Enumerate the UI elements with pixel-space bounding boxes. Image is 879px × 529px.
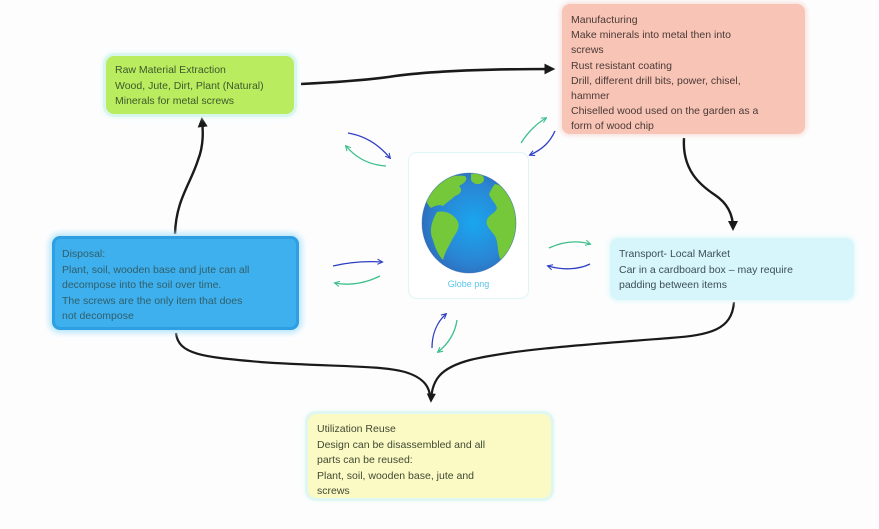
node-text: Plant, soil, wooden base and jute can al…: [62, 263, 250, 276]
cycle-arrows-bottom: [431, 314, 458, 352]
arrow-disposal-to-utilization: [174, 332, 432, 399]
node-text: Chiselled wood used on the garden as a: [571, 105, 759, 118]
node-title: Transport- Local Market: [619, 248, 731, 260]
arrow-disposal-to-raw: [173, 116, 208, 235]
cycle-arrows-top-right: [520, 118, 556, 155]
node-title: Raw Material Extraction: [115, 64, 226, 76]
node-disposal: Disposal: Plant, soil, wooden base and j…: [52, 236, 299, 330]
node-text: Make minerals into metal then into: [571, 29, 731, 42]
node-text: padding between items: [619, 279, 727, 291]
node-text: Minerals for metal screws: [115, 95, 235, 107]
cycle-arrows-left: [332, 262, 382, 285]
node-title: Manufacturing: [571, 14, 638, 26]
node-utilization-reuse: Utilization Reuse Design can be disassem…: [308, 414, 551, 498]
node-text: parts can be reused:: [317, 454, 413, 466]
cycle-arrows-right: [548, 242, 590, 269]
node-text: not decompose: [62, 310, 134, 322]
node-manufacturing: Manufacturing Make minerals into metal t…: [562, 4, 805, 134]
node-text: decompose into the soil over time.: [62, 279, 222, 291]
node-title: Utilization Reuse: [317, 423, 396, 435]
arrow-transport-to-utilization: [426, 301, 736, 403]
center-image-card: Globe png: [408, 152, 529, 299]
node-transport: Transport- Local Market Car in a cardboa…: [610, 238, 854, 300]
globe-caption: Globe png: [447, 279, 490, 289]
arrow-raw-to-manufacturing: [300, 63, 556, 86]
cycle-arrows-top-left: [346, 132, 390, 167]
node-text: Car in a cardboard box – may require: [619, 263, 793, 276]
node-text: screws: [571, 44, 604, 57]
node-text: screws: [317, 485, 350, 497]
node-text: form of wood chip: [571, 120, 654, 133]
globe-icon: [421, 172, 517, 274]
node-raw-material-extraction: Raw Material Extraction Wood, Jute, Dirt…: [106, 56, 294, 114]
node-title: Disposal:: [62, 248, 106, 260]
node-text: Design can be disassembled and all: [317, 438, 486, 451]
node-text: Wood, Jute, Dirt, Plant (Natural): [115, 79, 264, 92]
node-text: Rust resistant coating: [571, 59, 672, 72]
node-text: hammer: [571, 90, 610, 103]
node-text: The screws are the only item that does: [62, 294, 243, 307]
node-text: Drill, different drill bits, power, chis…: [571, 74, 741, 87]
node-text: Plant, soil, wooden base, jute and: [317, 469, 475, 482]
arrow-manufacturing-to-transport: [682, 137, 739, 232]
